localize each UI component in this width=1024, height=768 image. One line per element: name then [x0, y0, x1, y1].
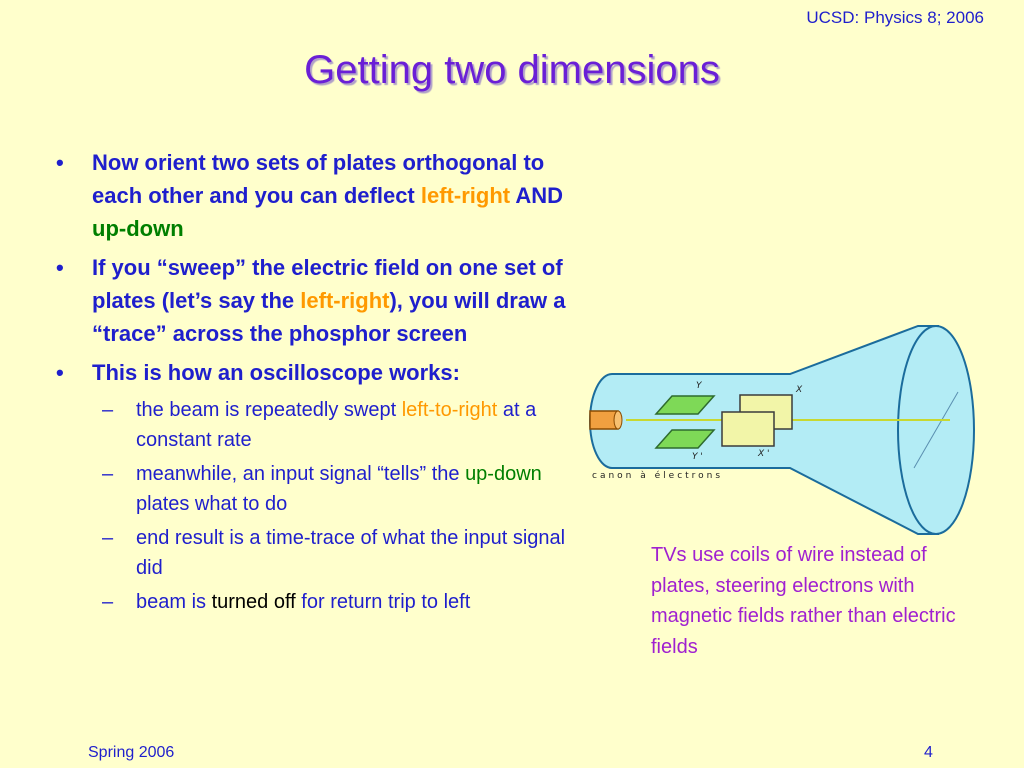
label-x: X	[795, 385, 803, 395]
bullet-item: • If you “sweep” the electric field on o…	[56, 251, 586, 350]
bullet-marker: •	[56, 150, 64, 175]
highlight-left-right: left-right	[420, 183, 511, 208]
highlight-up-down: up-down	[465, 463, 542, 485]
tv-caption: TVs use coils of wire instead of plates,…	[651, 544, 956, 658]
bullet-item: • Now orient two sets of plates orthogon…	[56, 146, 586, 245]
subbullet-text: meanwhile, an input signal “tells” the u…	[136, 463, 542, 515]
crt-diagram: Y X Y ' X ' canon à électrons	[589, 325, 975, 535]
slide-title: Getting two dimensions	[304, 48, 720, 92]
bullet-item: • This is how an oscilloscope works:	[56, 356, 586, 389]
highlight-up-down: up-down	[92, 216, 184, 241]
label-y-prime: Y '	[692, 452, 703, 462]
bullet-text: If you “sweep” the electric field on one…	[92, 255, 566, 346]
bullet-marker: •	[56, 360, 64, 385]
page-number: 4	[924, 744, 933, 761]
subbullet-marker: –	[102, 399, 114, 421]
highlight-left-right: left-right	[300, 288, 390, 313]
electron-gun	[589, 410, 623, 430]
course-header: UCSD: Physics 8; 2006	[806, 8, 984, 27]
footer-term: Spring 2006	[88, 744, 175, 761]
highlight-left-to-right: left-to-right	[401, 399, 498, 421]
plate-x-front	[721, 411, 775, 447]
subbullet-item: – beam is turned off for return trip to …	[102, 587, 586, 617]
label-x-prime: X '	[757, 449, 770, 459]
subbullet-marker: –	[102, 591, 114, 613]
plate-y-bottom	[654, 429, 716, 449]
bullet-text: Now orient two sets of plates orthogonal…	[92, 150, 564, 241]
highlight-turned-off: turned off	[211, 591, 296, 613]
subbullet-marker: –	[102, 463, 114, 485]
subbullet-text: the beam is repeatedly swept left-to-rig…	[136, 399, 537, 451]
subbullet-text: beam is turned off for return trip to le…	[136, 591, 471, 613]
bullet-marker: •	[56, 255, 64, 280]
subbullet-text: end result is a time-trace of what the i…	[136, 527, 566, 579]
plate-y-top	[654, 395, 716, 415]
label-y: Y	[696, 381, 703, 391]
bullet-text: This is how an oscilloscope works:	[92, 360, 460, 385]
subbullet-item: – end result is a time-trace of what the…	[102, 523, 586, 583]
gun-label: canon à électrons	[592, 470, 723, 481]
subbullet-item: – meanwhile, an input signal “tells” the…	[102, 459, 586, 519]
subbullet-marker: –	[102, 527, 114, 549]
subbullet-item: – the beam is repeatedly swept left-to-r…	[102, 395, 586, 455]
bullet-list: • Now orient two sets of plates orthogon…	[56, 146, 586, 621]
screen-diagonal	[913, 391, 959, 469]
